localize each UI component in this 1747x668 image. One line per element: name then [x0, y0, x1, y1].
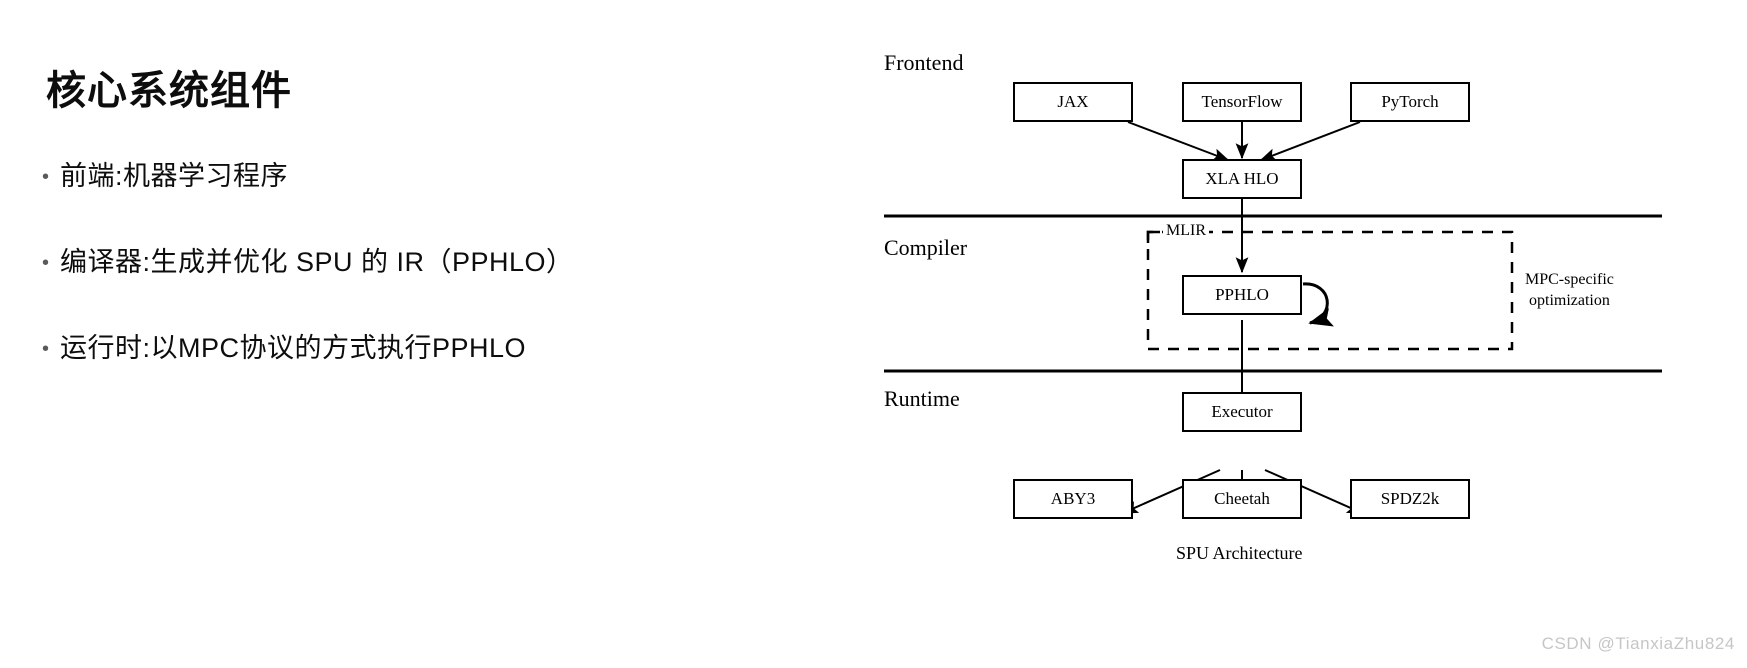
node-xla-hlo[interactable]: XLA HLO	[1182, 159, 1302, 199]
node-jax[interactable]: JAX	[1013, 82, 1133, 122]
annotation-mpc-optimization: MPC-specific optimization	[1525, 269, 1614, 311]
diagram-vector-layer	[884, 121, 1662, 514]
node-aby3[interactable]: ABY3	[1013, 479, 1133, 519]
edge-pphlo-self-loop	[1302, 282, 1334, 327]
list-item: • 编译器:生成并优化 SPU 的 IR（PPHLO）	[42, 246, 842, 332]
section-label-compiler: Compiler	[884, 235, 968, 260]
slide-text-panel: 核心系统组件 • 前端:机器学习程序 • 编译器:生成并优化 SPU 的 IR（…	[42, 69, 842, 418]
watermark: CSDN @TianxiaZhu824	[1541, 634, 1735, 653]
bullet-text: 运行时:以MPC协议的方式执行PPHLO	[60, 333, 527, 363]
edge-executor-to-aby3	[1121, 469, 1221, 514]
node-tensorflow[interactable]: TensorFlow	[1182, 82, 1302, 122]
node-executor[interactable]: Executor	[1182, 392, 1302, 432]
edge-jax-to-xla	[1127, 121, 1230, 161]
mlir-corner-stub	[1146, 230, 1160, 243]
bullet-marker-icon: •	[42, 252, 50, 274]
spu-architecture-diagram: Frontend Compiler Runtime MLIR MPC-speci…	[880, 0, 1747, 668]
node-pytorch[interactable]: PyTorch	[1350, 82, 1470, 122]
mlir-group-label: MLIR	[1163, 222, 1209, 240]
list-item: • 前端:机器学习程序	[42, 160, 842, 246]
bullet-marker-icon: •	[42, 338, 50, 360]
node-spdz2k[interactable]: SPDZ2k	[1350, 479, 1470, 519]
node-cheetah[interactable]: Cheetah	[1182, 479, 1302, 519]
section-label-runtime: Runtime	[884, 386, 960, 411]
diagram-caption: SPU Architecture	[1176, 543, 1303, 563]
bullet-list: • 前端:机器学习程序 • 编译器:生成并优化 SPU 的 IR（PPHLO） …	[42, 160, 842, 418]
edge-executor-to-spdz2k	[1264, 469, 1364, 514]
bullet-marker-icon: •	[42, 166, 50, 188]
bullet-text: 编译器:生成并优化 SPU 的 IR（PPHLO）	[60, 247, 574, 277]
edge-pytorch-to-xla	[1259, 121, 1361, 161]
section-label-frontend: Frontend	[884, 50, 964, 75]
annotation-line-2: optimization	[1529, 292, 1610, 309]
bullet-text: 前端:机器学习程序	[60, 161, 289, 191]
annotation-line-1: MPC-specific	[1525, 271, 1614, 288]
list-item: • 运行时:以MPC协议的方式执行PPHLO	[42, 332, 842, 418]
page-title: 核心系统组件	[46, 69, 292, 113]
node-pphlo[interactable]: PPHLO	[1182, 275, 1302, 315]
